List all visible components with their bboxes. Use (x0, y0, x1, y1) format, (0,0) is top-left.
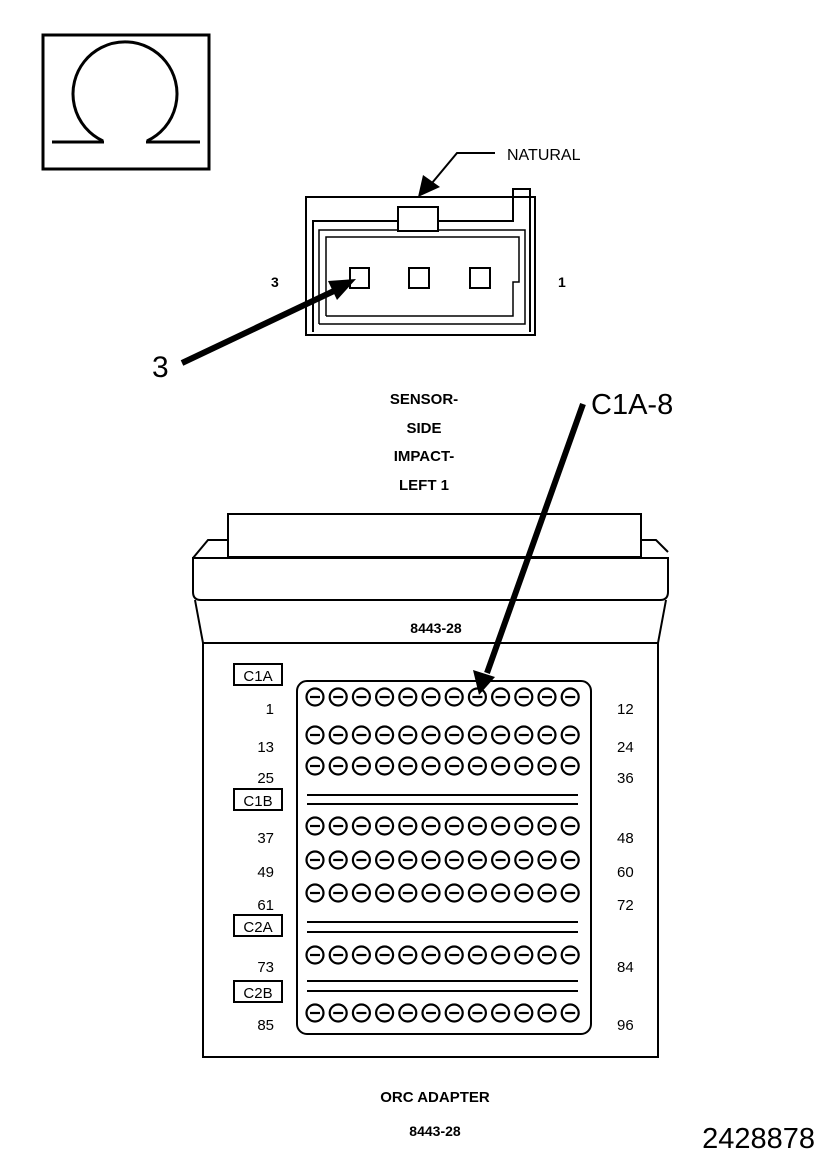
svg-text:C1B: C1B (243, 793, 272, 810)
natural-label: NATURAL (507, 147, 581, 164)
sensor-label-line3: IMPACT- (394, 448, 455, 465)
row-end-number: 96 (617, 1017, 634, 1034)
group-separators (307, 794, 578, 992)
svg-text:C2A: C2A (243, 919, 272, 936)
pin3-callout-label: 3 (152, 351, 169, 384)
row-end-number: 72 (617, 897, 634, 914)
sensor-label-line2: SIDE (406, 420, 441, 437)
natural-leader-line (431, 152, 495, 184)
row-start-number: 85 (257, 1017, 274, 1034)
pin-rows (305, 687, 580, 1023)
row-start-number: 25 (257, 770, 274, 787)
row-start-number: 13 (257, 739, 274, 756)
c1a8-callout-label: C1A-8 (591, 389, 673, 421)
natural-arrowhead (418, 175, 440, 197)
row-start-number: 1 (266, 701, 274, 718)
row-start-number: 49 (257, 864, 274, 881)
ohm-symbol-box (41, 33, 211, 171)
row-end-number: 12 (617, 701, 634, 718)
svg-text:C1A: C1A (243, 668, 272, 685)
row-end-number: 60 (617, 864, 634, 881)
pin3-arrowhead (328, 279, 356, 300)
sensor-label-line1: SENSOR- (390, 391, 458, 408)
group-label-c2a: C2A (233, 914, 283, 937)
adapter-part-number: 8443-28 (410, 620, 462, 636)
row-end-number: 48 (617, 830, 634, 847)
row-end-number: 36 (617, 770, 634, 787)
pin3-callout-arrow (180, 287, 338, 366)
c1a8-arrowhead (473, 670, 495, 695)
c1a8-callout-arrow (484, 402, 586, 675)
ohm-icon (71, 40, 179, 143)
row-start-number: 73 (257, 959, 274, 976)
orc-adapter (192, 513, 669, 1058)
caption-part-number: 8443-28 (409, 1123, 461, 1139)
group-label-c1b: C1B (233, 788, 283, 811)
sensor-connector (305, 188, 536, 336)
row-start-number: 37 (257, 830, 274, 847)
sensor-label-line4: LEFT 1 (399, 477, 449, 494)
group-label-c2b: C2B (233, 980, 283, 1003)
row-labels: 1 12 13 24 25 36 37 48 49 60 61 72 73 84 85 96 (257, 701, 633, 1034)
row-end-number: 84 (617, 959, 634, 976)
svg-text:C2B: C2B (243, 985, 272, 1002)
group-label-c1a: C1A (233, 663, 283, 686)
figure-number: 2428878 (702, 1123, 815, 1155)
row-start-number: 61 (257, 897, 274, 914)
right-pin-number: 1 (558, 274, 566, 290)
left-pin-number: 3 (271, 274, 279, 290)
caption-title: ORC ADAPTER (380, 1089, 490, 1106)
row-end-number: 24 (617, 739, 634, 756)
